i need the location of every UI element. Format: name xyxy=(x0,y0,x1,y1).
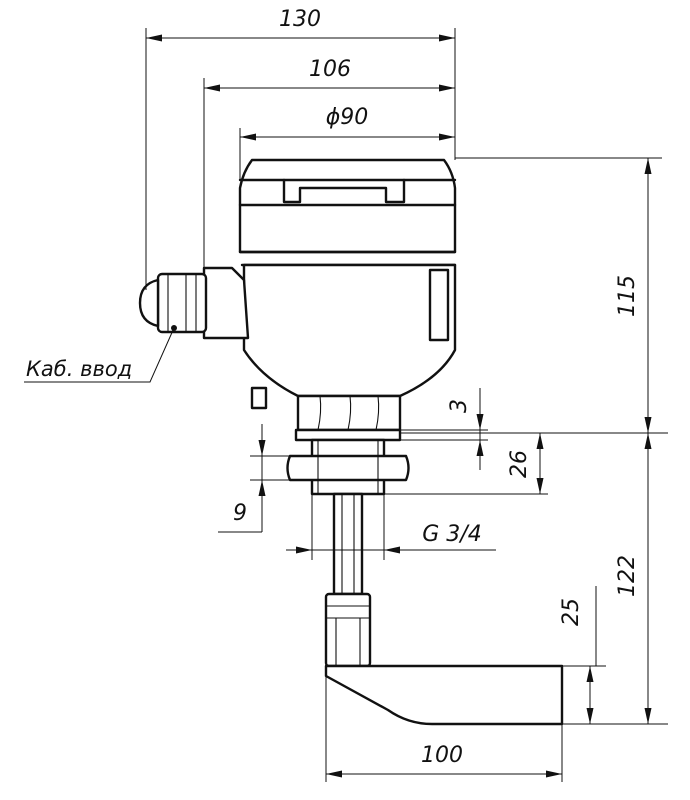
shaft-coupling xyxy=(324,592,372,668)
dim-3-arrow-b xyxy=(476,440,484,456)
cable-entry-leader xyxy=(24,327,175,383)
dimension-labels: 130 106 ϕ90 115 3 26 122 25 9 G 3/4 100 … xyxy=(26,7,640,768)
thread-size-label: G 3/4 xyxy=(422,522,481,547)
dim-26-label: 26 xyxy=(507,450,532,478)
dim-90-arrow-r xyxy=(439,133,455,141)
cover-notch-left xyxy=(282,178,406,204)
dim-26-arrow-t xyxy=(536,433,544,449)
dim-thread-arrow-l xyxy=(296,546,312,554)
dim-26-arrow-b xyxy=(536,478,544,494)
paddle xyxy=(324,664,564,726)
dim-106-arrow-r xyxy=(439,84,455,92)
dim-thread-arrow-r xyxy=(384,546,400,554)
dim-25-arrow-t xyxy=(586,666,594,682)
dim-122-arrow-b xyxy=(644,708,652,724)
probe-shaft xyxy=(332,492,364,596)
dim-115-arrow-b xyxy=(644,417,652,433)
neck-groove-1 xyxy=(317,395,322,431)
housing-body xyxy=(242,263,457,398)
dim-106-arrow-l xyxy=(204,84,220,92)
dim-122-arrow-t xyxy=(644,433,652,449)
dim-90-label: ϕ90 xyxy=(326,105,369,130)
dim-100-label: 100 xyxy=(421,743,463,768)
dim-9-arrow-b xyxy=(258,480,266,496)
dim-100-arrow-l xyxy=(326,770,342,778)
dim-90-arrow-l xyxy=(240,133,256,141)
name-plate xyxy=(428,268,450,342)
dimension-lines xyxy=(24,28,668,782)
gland-nut xyxy=(156,272,208,334)
dim-25-label: 25 xyxy=(559,598,584,626)
dim-9-label: 9 xyxy=(233,501,247,526)
gland-cap xyxy=(138,278,160,328)
dim-115-label: 115 xyxy=(615,275,640,317)
neck-groove-2 xyxy=(347,395,352,431)
dim-3-label: 3 xyxy=(447,399,472,413)
gland-boss xyxy=(202,266,250,340)
dim-130-arrow-r xyxy=(439,34,455,42)
dim-122-label: 122 xyxy=(615,555,640,597)
lock-nut xyxy=(286,454,410,482)
dim-130-label: 130 xyxy=(279,7,321,32)
dim-3-arrow-t xyxy=(476,414,484,430)
earth-lug xyxy=(250,386,268,410)
dim-25-arrow-b xyxy=(586,708,594,724)
sensor-outline xyxy=(138,158,564,726)
dim-106-label: 106 xyxy=(309,57,351,82)
mounting-collar xyxy=(294,428,402,442)
dim-115-arrow-t xyxy=(644,158,652,174)
dim-100-arrow-r xyxy=(546,770,562,778)
dim-130-arrow-l xyxy=(146,34,162,42)
neck-groove-3 xyxy=(375,395,380,431)
dim-9-arrow-t xyxy=(258,440,266,456)
cable-entry-label: Каб. ввод xyxy=(26,357,132,381)
